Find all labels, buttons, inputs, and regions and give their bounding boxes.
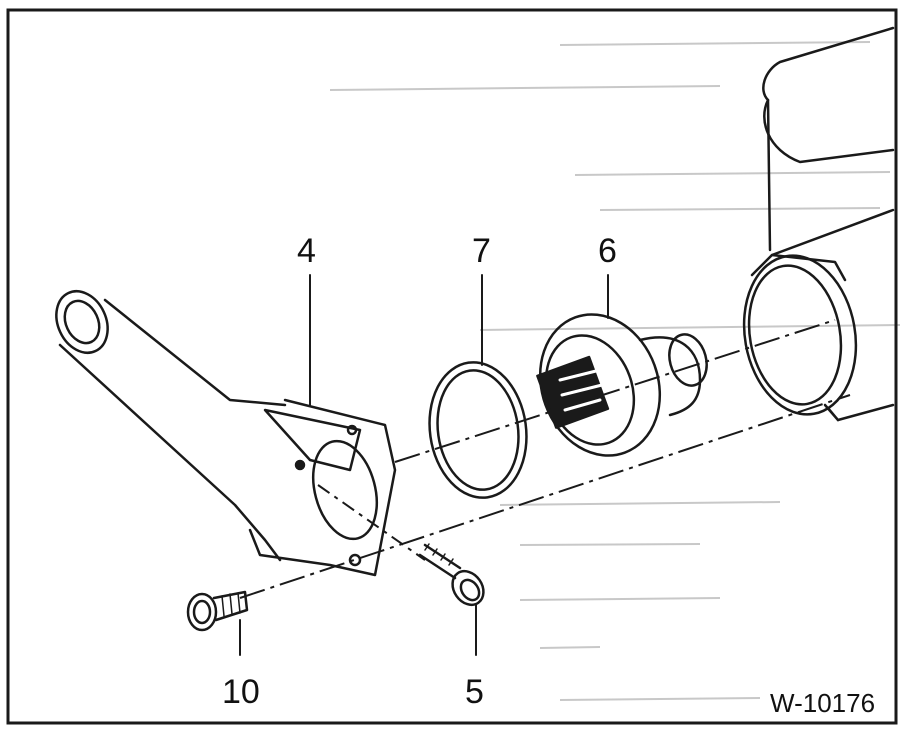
assembly-axis: [239, 319, 851, 599]
figure-frame: [6, 8, 898, 725]
callout-10: 10: [222, 673, 260, 711]
o-ring-seal: [428, 361, 528, 499]
thermostat: [536, 313, 708, 457]
thermostat-housing: [55, 290, 397, 577]
block-flange-gasket: [742, 253, 858, 422]
engine-block: [762, 26, 895, 422]
figure-reference-code: W-10176: [770, 688, 875, 718]
bleed-through-marks: [329, 41, 901, 701]
callout-4: 4: [297, 232, 316, 270]
leader-lines: [239, 274, 609, 656]
callout-6: 6: [598, 232, 617, 270]
bolt-5: [418, 543, 485, 607]
bolt-10: [186, 590, 249, 632]
callout-7: 7: [472, 232, 491, 270]
callout-5: 5: [465, 673, 484, 711]
